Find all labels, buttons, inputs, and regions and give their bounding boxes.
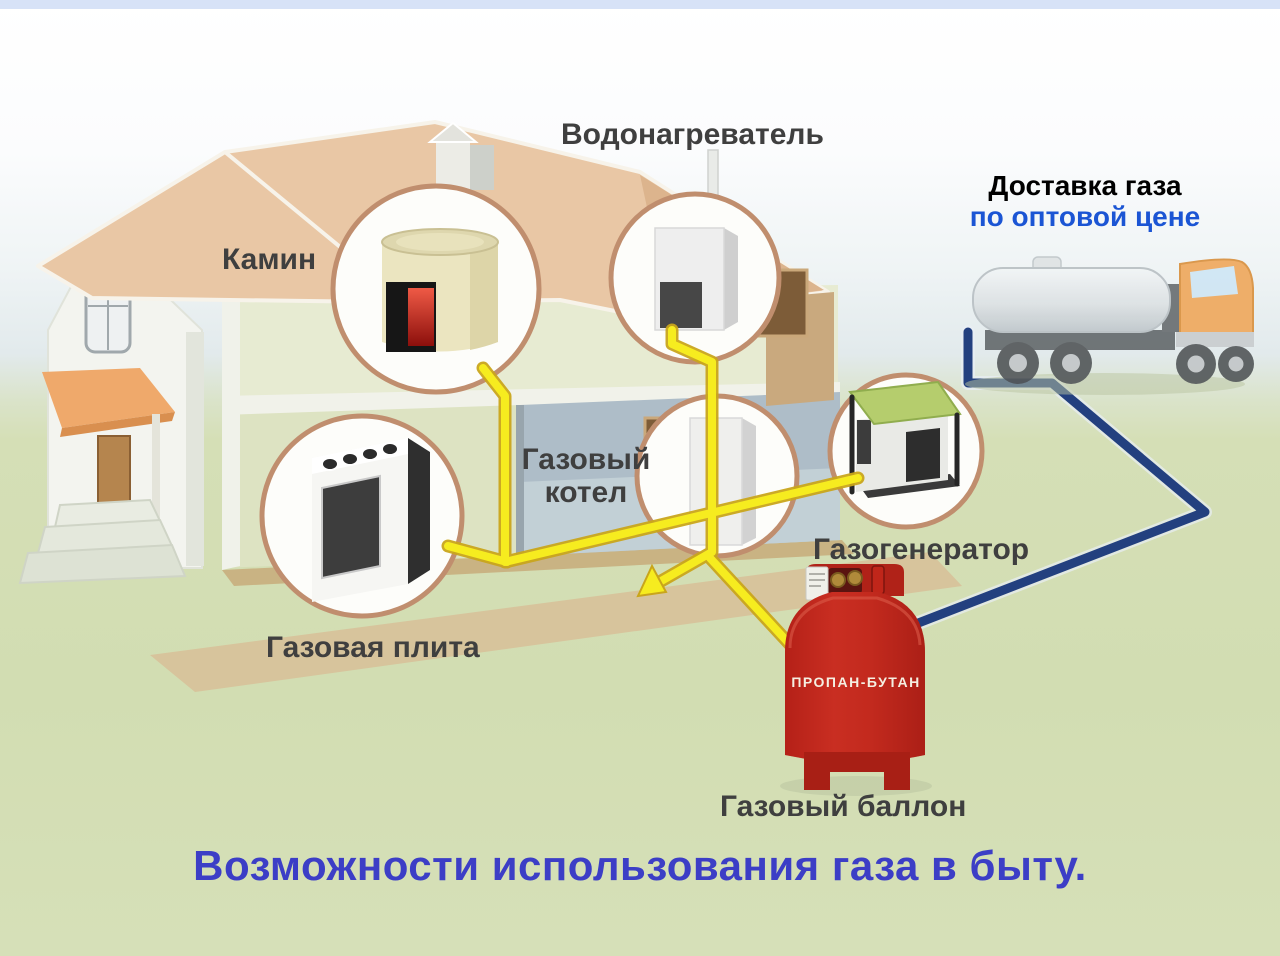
truck-wheels (997, 342, 1254, 384)
label-gas-generator: Газогенератор (813, 533, 1030, 566)
truck-chassis (985, 330, 1175, 350)
porch (18, 368, 187, 585)
truck-shadow (965, 373, 1245, 395)
label-gas-boiler-line1: Газовый (521, 443, 651, 476)
label-fireplace: Камин (222, 243, 317, 276)
fireplace-callout (330, 183, 542, 395)
gas-generator-illustration (848, 380, 962, 498)
label-delivery-line1: Доставка газа (988, 170, 1182, 201)
fireplace-stove-illustration (381, 228, 499, 352)
page-title: Возможности использования газа в быту. (193, 842, 1087, 889)
label-gas-cylinder: Газовый баллон (720, 790, 967, 823)
label-water-heater: Водонагреватель (561, 118, 824, 151)
delivery-truck (965, 256, 1254, 395)
generator-callout (827, 372, 985, 530)
firebox-flame (408, 288, 434, 346)
top-border-strip (0, 0, 1280, 9)
cylinder-valve-collar (805, 564, 904, 601)
porch-steps (18, 498, 187, 585)
stove-burners (321, 442, 399, 471)
label-delivery: Доставка газа по оптовой цене (952, 170, 1218, 232)
label-gas-stove: Газовая плита (266, 631, 480, 664)
label-gas-boiler-line2: котел (544, 476, 628, 509)
stove-callout (259, 413, 465, 619)
label-gas-boiler: Газовый котел (506, 443, 666, 509)
water-heater-illustration (654, 227, 738, 331)
gas-boiler-illustration (689, 417, 756, 546)
cylinder-foot-ring (804, 752, 910, 790)
cab-window (1190, 266, 1238, 298)
cylinder-brand-label: ПРОПАН-БУТАН (791, 674, 920, 690)
valve-knob (871, 565, 885, 595)
generator-canopy (848, 380, 962, 426)
water-heater-callout (608, 191, 782, 365)
pipe-arrowhead (636, 563, 668, 598)
gas-cylinder-illustration: ПРОПАН-БУТАН (780, 564, 932, 796)
oven-window (321, 474, 381, 580)
water-heater-window (660, 282, 702, 328)
truck-tank (972, 267, 1171, 333)
gas-pipes (441, 323, 865, 657)
gas-stove-illustration (312, 438, 430, 602)
label-delivery-line2: по оптовой цене (969, 201, 1201, 232)
truck-bumper (1176, 332, 1254, 347)
